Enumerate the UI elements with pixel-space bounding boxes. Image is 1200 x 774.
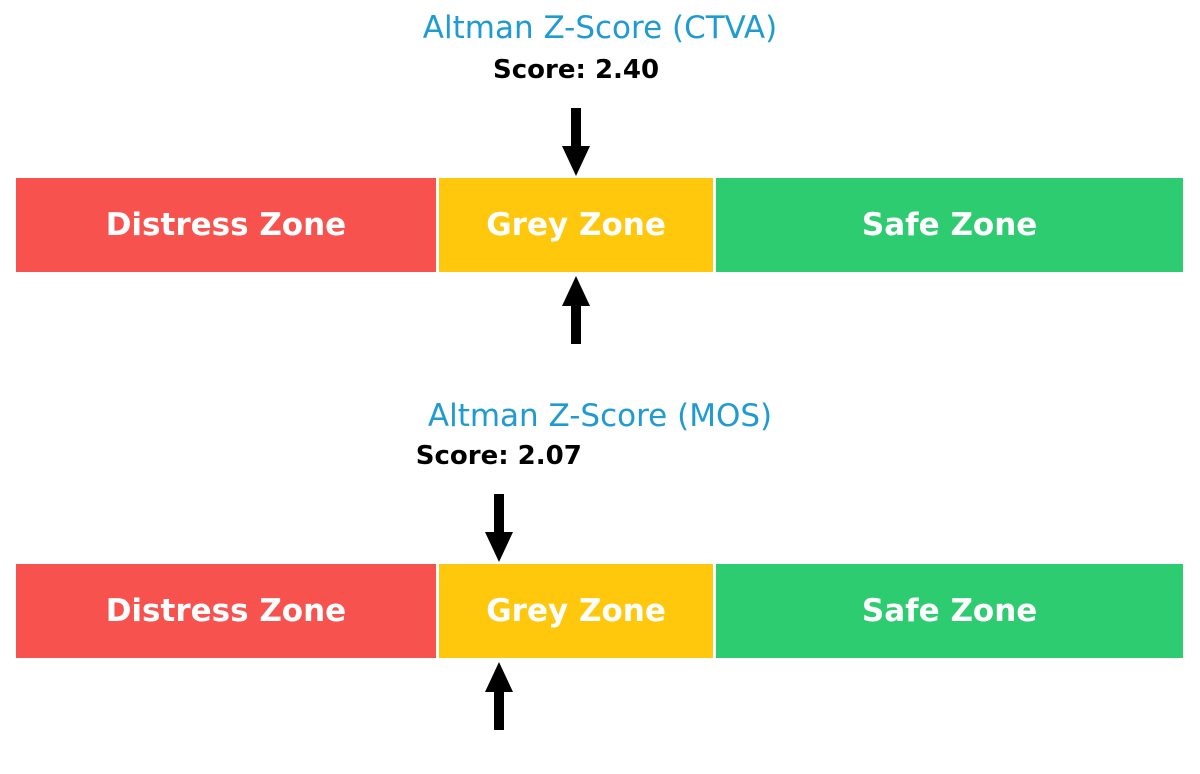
zone-segment-distress: Distress Zone (15, 178, 437, 272)
score-pointer-up-arrow-icon (484, 662, 513, 730)
zone-segment-safe: Safe Zone (715, 178, 1184, 272)
score-pointer-down-arrow-icon (562, 108, 591, 176)
zone-label: Safe Zone (861, 207, 1038, 243)
chart-title: Altman Z-Score (CTVA) (422, 10, 778, 46)
score-value-label: Score: 2.07 (415, 441, 582, 471)
zone-label: Safe Zone (861, 593, 1038, 629)
zone-segment-grey: Grey Zone (439, 178, 713, 272)
score-value-label: Score: 2.40 (493, 55, 660, 85)
zone-segment-safe: Safe Zone (715, 564, 1184, 658)
chart-title: Altman Z-Score (MOS) (427, 398, 773, 434)
zone-bar: Distress Zone Grey Zone Safe Zone (0, 564, 1200, 658)
zone-label: Distress Zone (105, 593, 347, 629)
zone-label: Grey Zone (486, 593, 666, 629)
zone-label: Distress Zone (105, 207, 347, 243)
zone-label: Grey Zone (486, 207, 666, 243)
score-pointer-down-arrow-icon (484, 494, 513, 562)
zone-segment-distress: Distress Zone (15, 564, 437, 658)
zone-segment-grey: Grey Zone (439, 564, 713, 658)
score-pointer-up-arrow-icon (562, 276, 591, 344)
zone-bar: Distress Zone Grey Zone Safe Zone (0, 178, 1200, 272)
